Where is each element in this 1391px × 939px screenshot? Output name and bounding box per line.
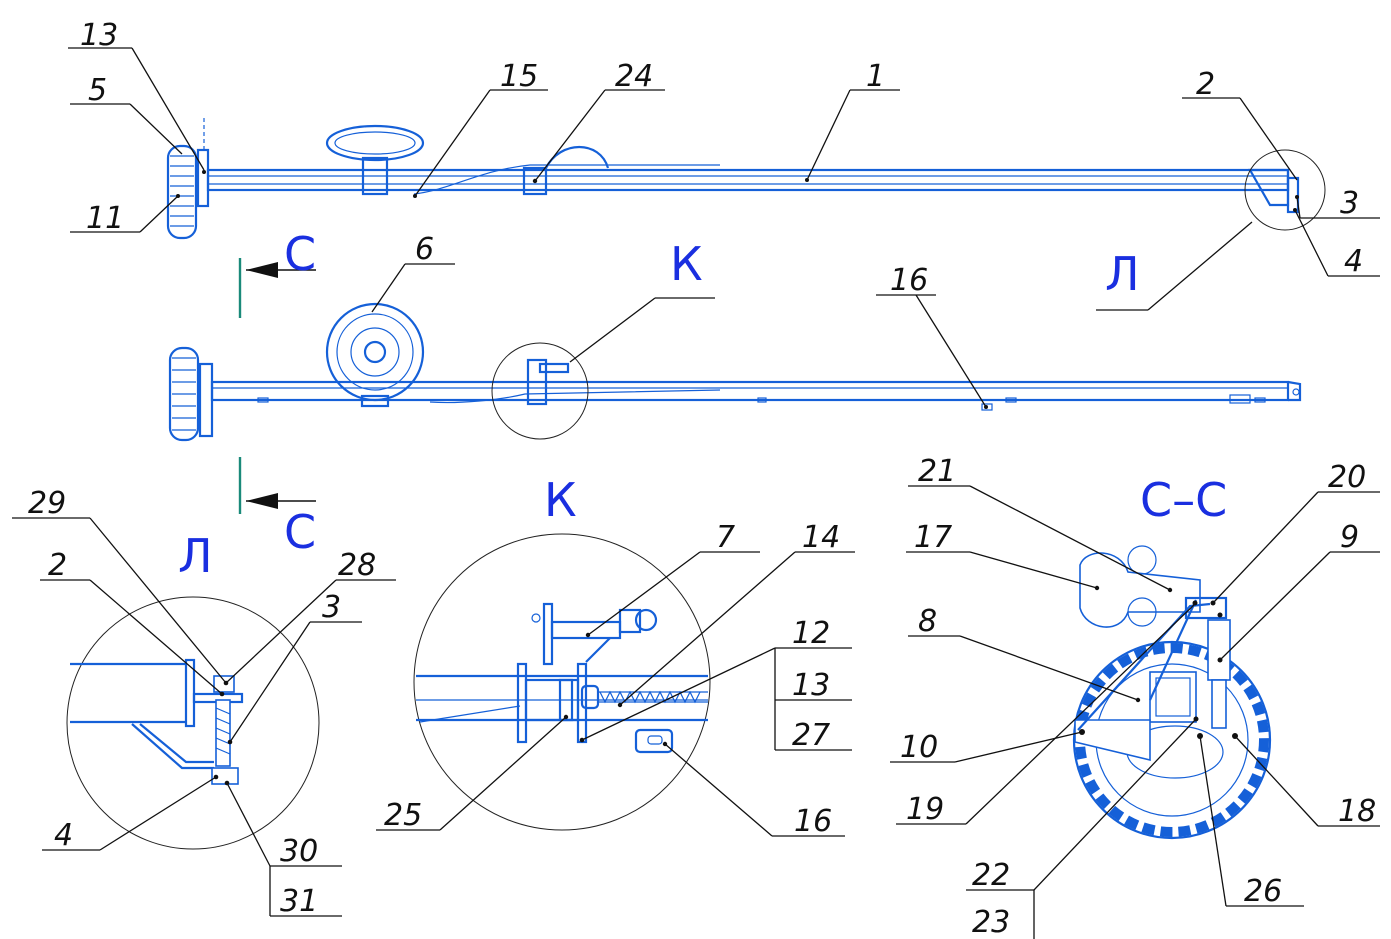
callout-3-L: 3 — [322, 590, 341, 625]
callout-16-mid: 16 — [890, 263, 928, 298]
front-view — [168, 302, 1302, 442]
detail-K-circle — [491, 342, 589, 440]
callout-12: 12 — [792, 616, 830, 651]
callout-29: 29 — [28, 486, 66, 521]
detail-K — [413, 533, 711, 831]
callout-2-top: 2 — [1196, 67, 1215, 102]
callout-31: 31 — [280, 884, 318, 919]
callout-2-L: 2 — [48, 548, 67, 583]
section-marks — [238, 258, 316, 514]
callout-7: 7 — [716, 520, 735, 555]
callout-10: 10 — [900, 730, 938, 765]
detail-K-marker: К — [670, 237, 703, 291]
detail-L-circle — [1244, 149, 1326, 231]
callout-6: 6 — [415, 232, 434, 267]
detail-L-marker: Л — [1105, 247, 1140, 301]
section-mark-bottom: С — [284, 505, 316, 559]
callout-20: 20 — [1328, 460, 1366, 495]
callout-28: 28 — [338, 548, 376, 583]
callout-15: 15 — [500, 59, 538, 94]
section-CC — [1072, 545, 1272, 840]
callout-24: 24 — [615, 59, 653, 94]
callout-27: 27 — [792, 718, 830, 753]
callout-25: 25 — [384, 798, 422, 833]
callout-23: 23 — [972, 905, 1010, 939]
callout-17: 17 — [914, 520, 952, 555]
callout-21: 21 — [918, 454, 956, 489]
callout-13-top: 13 — [80, 18, 118, 53]
top-view — [166, 118, 1326, 240]
callout-18: 18 — [1338, 794, 1376, 829]
callout-9: 9 — [1340, 520, 1359, 555]
detail-L — [66, 596, 320, 850]
callout-13-K: 13 — [792, 668, 830, 703]
detail-K-title: К — [544, 473, 577, 527]
section-mark-top: С — [284, 227, 316, 281]
detail-L-title: Л — [178, 529, 213, 583]
callout-1: 1 — [866, 59, 885, 94]
callout-16-K: 16 — [794, 804, 832, 839]
view-labels: С С К Л Л К С–С — [178, 227, 1227, 583]
callout-11: 11 — [86, 201, 124, 236]
callout-22: 22 — [972, 858, 1010, 893]
callout-3-top: 3 — [1340, 186, 1359, 221]
callout-4-top: 4 — [1344, 244, 1363, 279]
callout-5: 5 — [88, 73, 107, 108]
callout-26: 26 — [1244, 874, 1282, 909]
callouts: 13 5 11 15 24 1 2 3 4 6 16 29 2 28 3 — [12, 18, 1380, 939]
callout-14: 14 — [802, 520, 840, 555]
callout-19: 19 — [906, 792, 944, 827]
callout-4-L: 4 — [54, 818, 73, 853]
section-CC-title: С–С — [1140, 473, 1227, 527]
callout-30: 30 — [280, 834, 318, 869]
callout-8: 8 — [918, 604, 937, 639]
